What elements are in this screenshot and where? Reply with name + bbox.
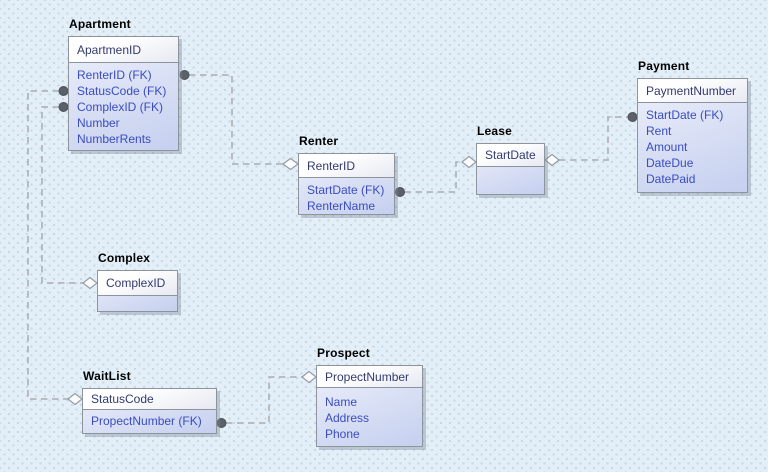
- entity-box[interactable]: StatusCode PropectNumber (FK): [82, 388, 217, 434]
- attribute-row[interactable]: StatusCode (FK): [77, 84, 167, 98]
- attribute-row[interactable]: Phone: [325, 427, 360, 441]
- entity-body[interactable]: Name Address Phone: [317, 388, 422, 442]
- open-diamond-endpoint: [82, 276, 98, 290]
- open-diamond-endpoint: [281, 157, 300, 171]
- entity-body[interactable]: [477, 167, 544, 171]
- entity-box[interactable]: PropectNumber Name Address Phone: [316, 365, 423, 447]
- filled-circle-endpoint: [395, 187, 405, 197]
- filled-circle-endpoint: [58, 86, 69, 96]
- entity-waitlist[interactable]: WaitList StatusCode PropectNumber (FK): [82, 369, 217, 434]
- entity-body[interactable]: StartDate (FK) Rent Amount DateDue DateP…: [638, 103, 747, 187]
- relationship-line[interactable]: [41, 106, 83, 284]
- entity-box[interactable]: ApartmenID RenterID (FK) StatusCode (FK)…: [68, 36, 179, 151]
- entity-box[interactable]: RenterID StartDate (FK) RenterName: [298, 153, 395, 215]
- pk-attribute[interactable]: PaymentNumber: [646, 83, 737, 98]
- entity-header[interactable]: StartDate: [477, 144, 544, 167]
- entity-title[interactable]: WaitList: [83, 369, 131, 383]
- entity-header[interactable]: PropectNumber: [317, 366, 422, 388]
- entity-body[interactable]: StartDate (FK) RenterName: [299, 178, 394, 214]
- attribute-row[interactable]: StartDate (FK): [646, 108, 724, 122]
- entity-title[interactable]: Complex: [98, 251, 151, 265]
- attribute-row[interactable]: NumberRents: [77, 132, 152, 146]
- relationship-line[interactable]: [226, 376, 302, 424]
- filled-circle-endpoint: [179, 70, 190, 80]
- entity-title[interactable]: Apartment: [69, 17, 131, 31]
- entity-title[interactable]: Prospect: [317, 346, 370, 360]
- entity-title[interactable]: Payment: [638, 59, 690, 73]
- attribute-row[interactable]: Name: [325, 395, 358, 409]
- relationship-lease-payment[interactable]: [544, 112, 638, 167]
- attribute-row[interactable]: StartDate (FK): [307, 183, 385, 197]
- pk-attribute[interactable]: RenterID: [307, 158, 356, 173]
- entity-apartment[interactable]: Apartment ApartmenID RenterID (FK) Statu…: [68, 17, 179, 151]
- attribute-row[interactable]: ComplexID (FK): [77, 100, 164, 114]
- pk-attribute[interactable]: ApartmenID: [77, 42, 142, 57]
- open-diamond-endpoint: [301, 370, 317, 384]
- filled-circle-endpoint: [58, 102, 69, 112]
- attribute-row[interactable]: RenterID (FK): [77, 68, 152, 82]
- attribute-row[interactable]: Rent: [646, 124, 672, 138]
- pk-attribute[interactable]: PropectNumber: [325, 369, 410, 384]
- entity-payment[interactable]: Payment PaymentNumber StartDate (FK) Ren…: [637, 59, 748, 193]
- relationship-renter-apartment[interactable]: [179, 70, 300, 171]
- entity-body[interactable]: [98, 296, 177, 300]
- attribute-row[interactable]: DateDue: [646, 156, 694, 170]
- attribute-row[interactable]: PropectNumber (FK): [91, 414, 202, 428]
- relationship-complex-apartment[interactable]: [41, 102, 98, 290]
- entity-header[interactable]: StatusCode: [83, 389, 216, 410]
- open-diamond-endpoint: [67, 392, 83, 406]
- relationship-line[interactable]: [559, 116, 628, 161]
- entity-box[interactable]: ComplexID: [97, 270, 178, 312]
- pk-attribute[interactable]: StartDate: [485, 148, 536, 162]
- entity-header[interactable]: ApartmenID: [69, 37, 178, 63]
- open-diamond-endpoint: [461, 155, 477, 169]
- relationship-line[interactable]: [404, 161, 463, 193]
- relationship-line[interactable]: [27, 90, 68, 400]
- entity-box[interactable]: StartDate: [476, 143, 545, 195]
- entity-box[interactable]: PaymentNumber StartDate (FK) Rent Amount…: [637, 78, 748, 193]
- entity-prospect[interactable]: Prospect PropectNumber Name Address Phon…: [316, 346, 423, 447]
- attribute-row[interactable]: Amount: [646, 140, 688, 154]
- entity-title[interactable]: Renter: [299, 134, 339, 148]
- entity-header[interactable]: RenterID: [299, 154, 394, 178]
- entity-renter[interactable]: Renter RenterID StartDate (FK) RenterNam…: [298, 134, 395, 215]
- relationship-line[interactable]: [189, 74, 283, 165]
- entity-header[interactable]: ComplexID: [98, 271, 177, 296]
- pk-attribute[interactable]: ComplexID: [106, 276, 166, 290]
- entity-body[interactable]: PropectNumber (FK): [83, 410, 216, 429]
- attribute-row[interactable]: Address: [325, 411, 370, 425]
- attribute-row[interactable]: RenterName: [307, 199, 376, 213]
- relationship-lease-renter[interactable]: [395, 155, 477, 197]
- relationship-prospect-waitlist[interactable]: [216, 370, 317, 428]
- entity-body[interactable]: RenterID (FK) StatusCode (FK) ComplexID …: [69, 63, 178, 147]
- filled-circle-endpoint: [216, 418, 227, 428]
- entity-header[interactable]: PaymentNumber: [638, 79, 747, 103]
- filled-circle-endpoint: [627, 112, 638, 122]
- open-diamond-endpoint: [544, 153, 560, 167]
- entity-title[interactable]: Lease: [477, 124, 513, 138]
- pk-attribute[interactable]: StatusCode: [91, 392, 154, 406]
- attribute-row[interactable]: DatePaid: [646, 172, 696, 186]
- attribute-row[interactable]: Number: [77, 116, 120, 130]
- entity-lease[interactable]: Lease StartDate: [476, 124, 545, 195]
- entity-complex[interactable]: Complex ComplexID: [97, 251, 178, 312]
